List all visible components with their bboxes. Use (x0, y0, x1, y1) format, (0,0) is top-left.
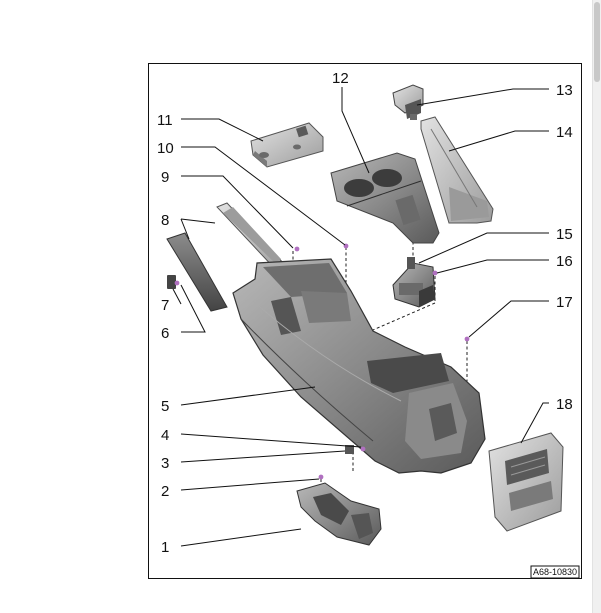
callout-leader-lines (172, 87, 549, 547)
reference-code-box: A68-10830 (530, 565, 580, 579)
callout-5: 5 (161, 398, 169, 415)
diagram-frame: 1 2 3 4 5 6 7 8 9 10 11 12 13 14 15 16 1… (148, 63, 582, 579)
part-storage-tray (250, 122, 324, 168)
callout-18: 18 (556, 396, 573, 413)
callout-numbers: 1 2 3 4 5 6 7 8 9 10 11 12 13 14 15 16 1… (157, 70, 573, 556)
callout-2: 2 (161, 483, 169, 500)
part-rear-vent-panel (488, 432, 564, 532)
callout-10: 10 (157, 140, 174, 157)
callout-6: 6 (161, 325, 169, 342)
part-console-body (232, 258, 486, 474)
part-selector-mechanism (392, 257, 436, 308)
callout-13: 13 (556, 82, 573, 99)
scrollbar-thumb[interactable] (594, 2, 600, 82)
part-clip (167, 275, 176, 289)
page-scrollbar[interactable] (592, 0, 601, 613)
callout-11: 11 (157, 112, 173, 129)
callout-15: 15 (556, 226, 573, 243)
callout-12: 12 (332, 70, 349, 87)
part-side-trim-strip (420, 116, 494, 224)
callout-3: 3 (161, 455, 169, 472)
callout-1: 1 (161, 539, 169, 556)
callout-14: 14 (556, 124, 573, 141)
fastener-screws (174, 243, 470, 480)
callout-9: 9 (161, 169, 169, 186)
part-side-panel-upper (216, 202, 288, 272)
reference-code: A68-10830 (533, 567, 577, 577)
part-lower-bracket (296, 482, 382, 546)
callout-8: 8 (161, 212, 169, 229)
callout-7: 7 (161, 297, 169, 314)
part-side-panel-lower (166, 232, 228, 312)
callout-17: 17 (556, 294, 573, 311)
callout-16: 16 (556, 253, 573, 270)
exploded-view-diagram: 1 2 3 4 5 6 7 8 9 10 11 12 13 14 15 16 1… (157, 70, 580, 579)
callout-4: 4 (161, 427, 169, 444)
part-cupholder-trim (330, 152, 440, 244)
part-shift-knob (392, 84, 424, 120)
